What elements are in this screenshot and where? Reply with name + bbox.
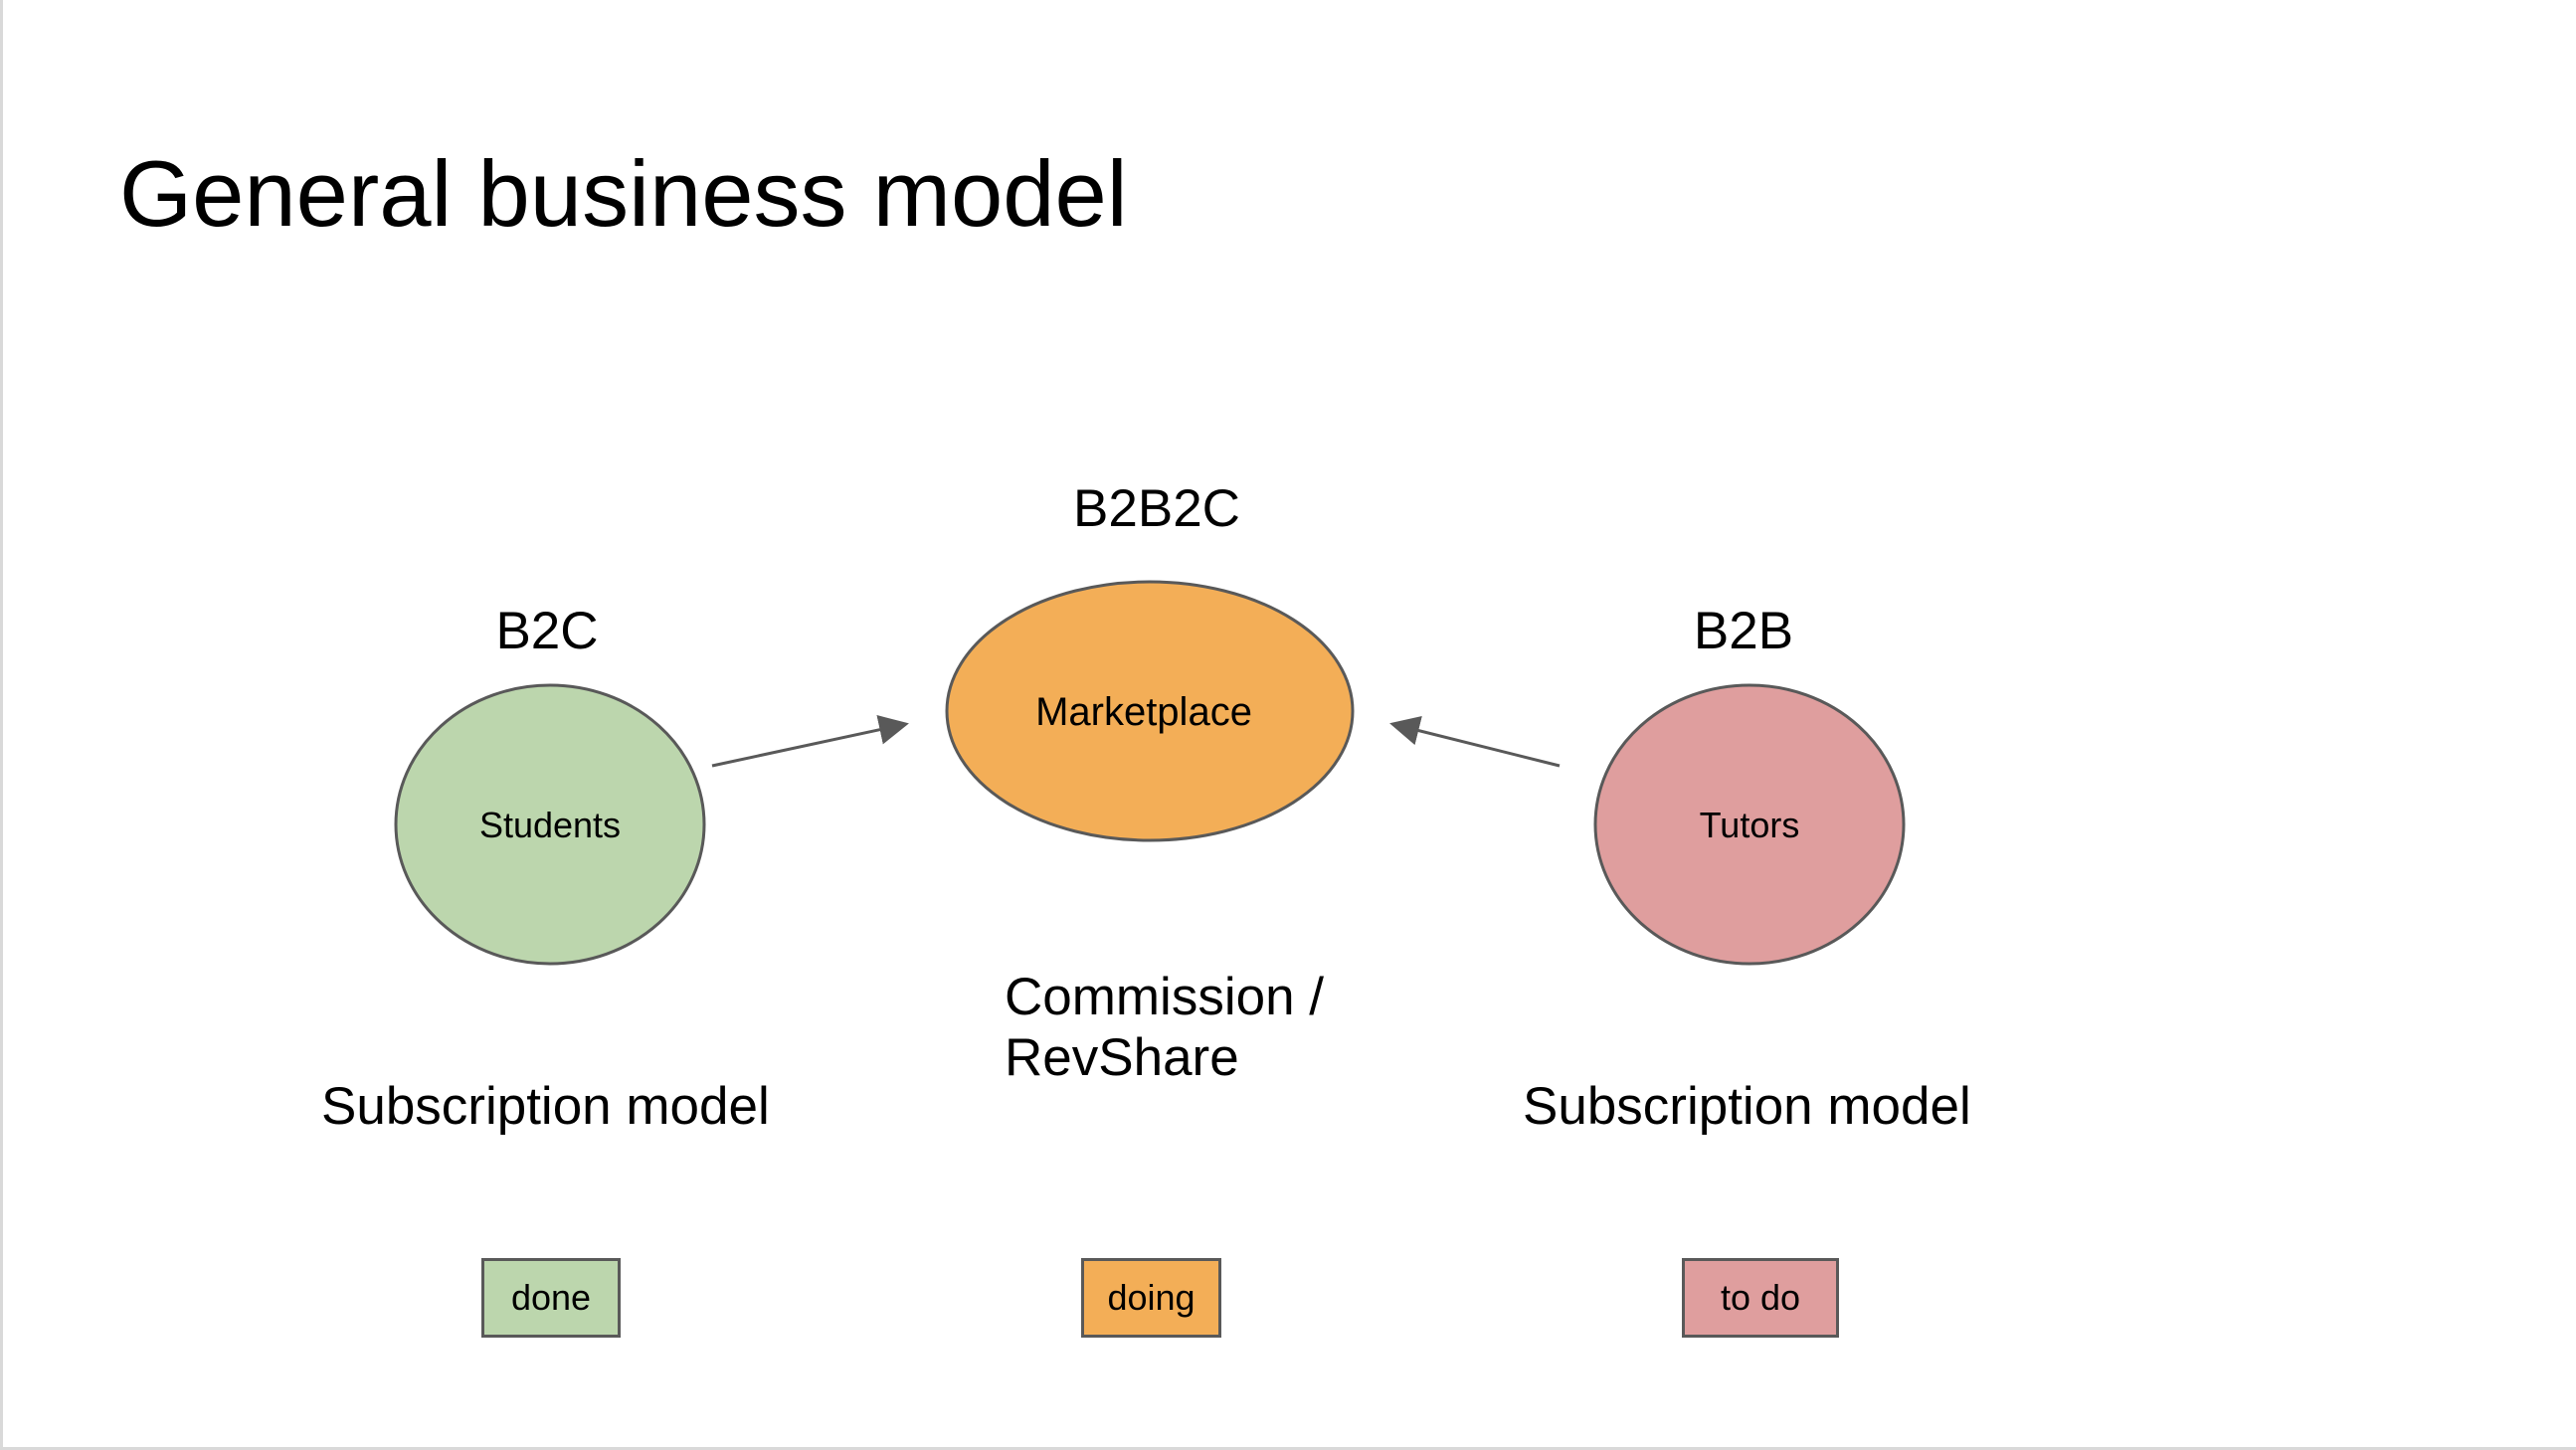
b2b2c-label: B2B2C [1073, 479, 1240, 538]
legend-doing: doing [1081, 1258, 1221, 1338]
b2b2c-model-line1: Commission / [1005, 968, 1325, 1026]
tutors-node [1593, 683, 1906, 966]
b2c-label: B2C [495, 602, 599, 660]
tutors-to-marketplace-arrow [1389, 715, 1561, 768]
slide-title: General business model [119, 141, 1128, 246]
b2c-model-text: Subscription model [321, 1077, 770, 1136]
students-node [394, 683, 706, 966]
students-to-marketplace-arrow [711, 715, 909, 768]
tutors-node-label: Tutors [1700, 805, 1800, 845]
legend-doing-label: doing [1107, 1277, 1196, 1318]
legend-todo-label: to do [1720, 1277, 1801, 1318]
legend-done: done [481, 1258, 621, 1338]
legend-todo: to do [1682, 1258, 1839, 1338]
marketplace-node-label: Marketplace [1035, 690, 1252, 734]
b2b2c-model-line2: RevShare [1005, 1027, 1239, 1087]
b2b-label: B2B [1693, 602, 1794, 660]
legend-done-label: done [510, 1277, 592, 1318]
business-model-diagram: Students Marketplace Tutors [394, 580, 1906, 966]
students-node-label: Students [479, 805, 621, 845]
b2b2c-model-text: Commission / RevShare [1005, 968, 1324, 1089]
marketplace-node [945, 580, 1355, 842]
b2b-model-text: Subscription model [1523, 1077, 1971, 1136]
